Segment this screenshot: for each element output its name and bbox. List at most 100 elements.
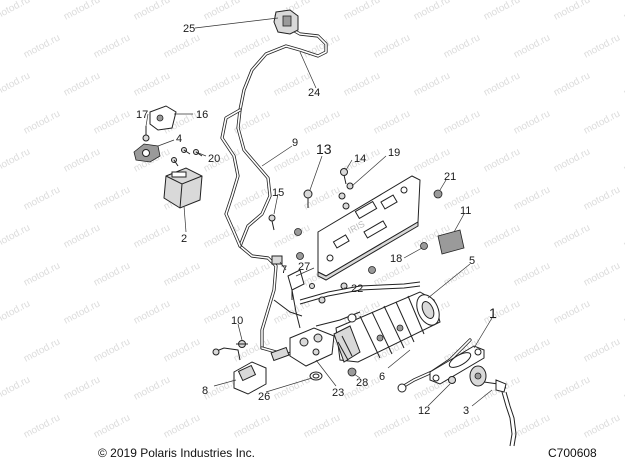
watermark-text: motod.ru	[582, 260, 622, 288]
nut-21	[433, 189, 443, 199]
watermark-text: motod.ru	[512, 108, 552, 136]
watermark-text: motod.ru	[272, 146, 312, 174]
watermark-text: motod.ru	[552, 0, 592, 23]
callout-4: 4	[176, 133, 182, 145]
watermark-text: motod.ru	[272, 70, 312, 98]
watermark-text: motod.ru	[442, 32, 482, 60]
callout-17: 17	[136, 109, 148, 121]
bolt-15	[268, 214, 276, 231]
watermark-text: motod.ru	[372, 32, 412, 60]
watermark-text: motod.ru	[582, 184, 622, 212]
callout-7: 7	[281, 264, 287, 276]
watermark-text: motod.ru	[342, 0, 382, 23]
watermark-text: motod.ru	[372, 412, 412, 440]
watermark-text: motod.ru	[302, 32, 342, 60]
watermark-text: motod.ru	[582, 32, 622, 60]
watermark-text: motod.ru	[442, 108, 482, 136]
watermark-text: motod.ru	[302, 108, 342, 136]
watermark-text: motod.ru	[22, 184, 62, 212]
watermark-text: motod.ru	[412, 0, 452, 23]
watermark-text: motod.ru	[482, 146, 522, 174]
watermark-text: motod.ru	[62, 374, 102, 402]
control-module-2	[163, 167, 203, 209]
hook-3	[469, 365, 517, 447]
callout-25: 25	[183, 23, 195, 35]
callout-15: 15	[272, 187, 284, 199]
watermark-text: motod.ru	[92, 260, 132, 288]
callout-27: 27	[298, 261, 310, 273]
callout-11: 11	[460, 205, 471, 217]
screws-20	[171, 147, 203, 167]
watermark-text: motod.ru	[162, 32, 202, 60]
screw-17	[142, 126, 150, 142]
watermark-text: motod.ru	[62, 70, 102, 98]
watermark-text: motod.ru	[132, 0, 172, 23]
watermark-text: motod.ru	[132, 298, 172, 326]
watermark-text: motod.ru	[552, 298, 592, 326]
watermark-text: motod.ru	[92, 108, 132, 136]
watermark-text: motod.ru	[22, 336, 62, 364]
watermark-text: motod.ru	[22, 108, 62, 136]
callout-14: 14	[354, 153, 366, 165]
label-11	[437, 229, 465, 255]
watermark-text: motod.ru	[22, 260, 62, 288]
watermark-text: motod.ru	[132, 222, 172, 250]
watermark-text: motod.ru	[92, 32, 132, 60]
watermark-text: motod.ru	[232, 32, 272, 60]
mounting-plate: IRIS	[317, 175, 421, 281]
callout-13: 13	[316, 141, 332, 157]
callout-20: 20	[208, 153, 220, 165]
callout-labels: 25 24 17 16 4 20 9 13 14 19 21 15 2 11 1…	[136, 23, 497, 417]
callout-26: 26	[258, 391, 270, 403]
callout-18: 18	[390, 253, 402, 265]
grommet-7	[271, 255, 283, 265]
watermark-text: motod.ru	[202, 0, 242, 23]
grommet-26	[309, 371, 323, 381]
watermark-text: motod.ru	[552, 146, 592, 174]
watermark-text: motod.ru	[582, 412, 622, 440]
watermark-text: motod.ru	[132, 70, 172, 98]
watermark-text: motod.ru	[92, 184, 132, 212]
bolt-13	[303, 189, 313, 208]
winch-assembly	[333, 291, 441, 363]
cable-6	[397, 383, 407, 393]
bolts-22	[318, 282, 348, 304]
callout-16: 16	[196, 109, 208, 121]
watermark-text: motod.ru	[162, 412, 202, 440]
callout-23: 23	[332, 387, 344, 399]
watermark-text: motod.ru	[232, 412, 272, 440]
callout-8: 8	[202, 385, 208, 397]
watermark-text: motod.ru	[132, 374, 172, 402]
watermark-text: motod.ru	[202, 70, 242, 98]
callout-5: 5	[469, 255, 475, 267]
callout-12: 12	[418, 405, 430, 417]
watermark-text: motod.ru	[0, 0, 32, 23]
watermark-text: motod.ru	[232, 260, 272, 288]
leader-lines	[145, 17, 493, 407]
watermark-text: motod.ru	[482, 0, 522, 23]
watermark-text: motod.ru	[0, 374, 32, 402]
nut-12	[448, 376, 456, 384]
callout-22: 22	[351, 283, 363, 295]
connector-25	[273, 9, 299, 35]
watermark-text: motod.ru	[552, 70, 592, 98]
watermark-text: motod.ru	[92, 336, 132, 364]
watermark-text: motod.ru	[372, 108, 412, 136]
watermark-text: motod.ru	[582, 336, 622, 364]
callout-6: 6	[379, 371, 385, 383]
callout-2: 2	[181, 233, 187, 245]
callout-1: 1	[489, 305, 497, 321]
callout-21: 21	[444, 171, 456, 183]
watermark-text: motod.ru	[552, 374, 592, 402]
connector-10	[236, 340, 248, 348]
watermark-text: motod.ru	[0, 70, 32, 98]
fairlead-1	[429, 345, 485, 385]
callout-28: 28	[356, 377, 368, 389]
watermark-text: motod.ru	[482, 70, 522, 98]
callout-3: 3	[463, 405, 469, 417]
watermark-text: motod.ru	[512, 412, 552, 440]
watermark-text: motod.ru	[162, 260, 202, 288]
watermark-text: motod.ru	[482, 222, 522, 250]
watermark-text: motod.ru	[272, 222, 312, 250]
watermark-text: motod.ru	[92, 412, 132, 440]
